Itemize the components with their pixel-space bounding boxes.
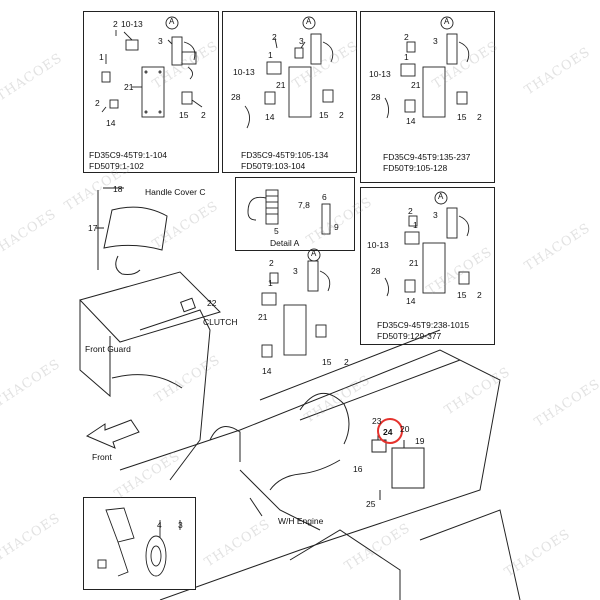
part-number-25: 25 — [366, 499, 376, 509]
panel-caption-secondary: FD50T9:103-104 — [241, 161, 306, 171]
part-number-10-13: 10-13 — [367, 240, 389, 250]
panel-caption-secondary: FD50T9:105-128 — [383, 163, 448, 173]
part-number-14: 14 — [262, 366, 272, 376]
panel-fd35-105-134: A 2 3 1 10-13 21 28 14 15 2 FD35C9-45T9:… — [222, 11, 357, 173]
part-number-22: 22 — [207, 298, 217, 308]
handle-cover-shape — [103, 206, 168, 251]
part-number-2: 2 — [95, 98, 100, 108]
part-number-15: 15 — [457, 290, 467, 300]
part-number-10-13: 10-13 — [369, 69, 391, 79]
part-number-20: 20 — [400, 424, 410, 434]
part-number-2: 2 — [344, 357, 349, 367]
part-number-3: 3 — [158, 36, 163, 46]
panel-4-drawing — [384, 191, 470, 297]
callout-a-label: A — [306, 17, 312, 26]
part-number-18: 18 — [113, 184, 123, 194]
central-assembly-drawing — [261, 248, 331, 358]
part-number-28: 28 — [371, 266, 381, 276]
part-number-21: 21 — [411, 80, 421, 90]
panel-caption-secondary: FD50T9:1-102 — [89, 161, 144, 171]
part-number-3: 3 — [178, 520, 183, 530]
part-number-14: 14 — [406, 116, 416, 126]
part-number-2: 2 — [113, 19, 118, 29]
callout-a-label: A — [438, 192, 444, 201]
callout-a-label: A — [444, 17, 450, 26]
panel-caption-primary: FD35C9-45T9:135-237 — [383, 152, 471, 162]
part-number-16: 16 — [353, 464, 363, 474]
front-guard-label: Front Guard — [85, 344, 131, 354]
detail-a-box: 7,8 6 5 9 Detail A — [235, 177, 355, 251]
part-number-2: 2 — [201, 110, 206, 120]
panel-1-drawing — [101, 16, 203, 118]
part-number-3: 3 — [293, 266, 298, 276]
panel-caption-primary: FD35C9-45T9:105-134 — [241, 150, 329, 160]
callout-a-label: A — [169, 17, 175, 26]
part-number-2: 2 — [339, 110, 344, 120]
part-number-28: 28 — [231, 92, 241, 102]
part-number-15: 15 — [319, 110, 329, 120]
part-number-28: 28 — [371, 92, 381, 102]
part-number-15: 15 — [322, 357, 332, 367]
part-number-2: 2 — [269, 258, 274, 268]
part-number-1: 1 — [404, 52, 409, 62]
part-number-14: 14 — [406, 296, 416, 306]
part-number-2: 2 — [477, 112, 482, 122]
panel-2-drawing — [244, 16, 334, 129]
callout-a-label: A — [311, 249, 317, 258]
panel-caption-primary: FD35C9-45T9:238-1015 — [377, 320, 470, 330]
panel-fd35-135-237: A 2 3 1 10-13 21 28 14 15 2 FD35C9-45T9:… — [360, 11, 495, 183]
handle-cover-c-label: Handle Cover C — [145, 187, 206, 197]
part-number-21: 21 — [276, 80, 286, 90]
front-label: Front — [92, 452, 112, 462]
part-number-1: 1 — [99, 52, 104, 62]
part-number-2: 2 — [408, 206, 413, 216]
part-number-4: 4 — [157, 520, 162, 530]
part-number-2: 2 — [477, 290, 482, 300]
part-number-1: 1 — [413, 220, 418, 230]
part-number-14: 14 — [106, 118, 116, 128]
part-number-15: 15 — [457, 112, 467, 122]
part-number-1: 1 — [268, 50, 273, 60]
part-number-6: 6 — [322, 192, 327, 202]
part-number-23: 23 — [372, 416, 382, 426]
panel-fd35-1-104: A 2 10-13 3 1 21 2 14 15 2 FD35C9-45T9:1… — [83, 11, 219, 173]
horn-detail-box: 4 3 — [83, 497, 196, 590]
part-number-9: 9 — [334, 222, 339, 232]
part-number-3: 3 — [433, 36, 438, 46]
part-number-10-13: 10-13 — [233, 67, 255, 77]
panel-caption-secondary: FD50T9:129-377 — [377, 331, 442, 341]
part-number-21: 21 — [258, 312, 268, 322]
detail-a-title: Detail A — [270, 238, 300, 248]
panel-fd35-238-1015: A 2 3 1 10-13 21 28 14 15 2 FD35C9-45T9:… — [360, 187, 495, 345]
part-number-5: 5 — [274, 226, 279, 236]
part-number-3: 3 — [433, 210, 438, 220]
part-number-2: 2 — [272, 32, 277, 42]
highlight-circle-part-24 — [377, 418, 403, 444]
part-number-24: 24 — [383, 427, 393, 437]
part-number-10-13: 10-13 — [121, 19, 143, 29]
part-number-1: 1 — [268, 278, 273, 288]
part-number-7-8: 7,8 — [298, 200, 310, 210]
horn-detail-drawing — [97, 507, 181, 577]
part-number-2: 2 — [404, 32, 409, 42]
part-number-3: 3 — [299, 36, 304, 46]
part-number-17: 17 — [88, 223, 98, 233]
wh-engine-label: W/H Engine — [278, 516, 324, 526]
part-number-19: 19 — [415, 436, 425, 446]
panel-caption-primary: FD35C9-45T9:1-104 — [89, 150, 167, 160]
panel-3-drawing — [384, 16, 470, 119]
part-number-21: 21 — [124, 82, 134, 92]
clutch-label: CLUTCH — [203, 317, 238, 327]
part-number-21: 21 — [409, 258, 419, 268]
part-number-15: 15 — [179, 110, 189, 120]
part-number-14: 14 — [265, 112, 275, 122]
detail-a-drawing — [247, 189, 331, 235]
